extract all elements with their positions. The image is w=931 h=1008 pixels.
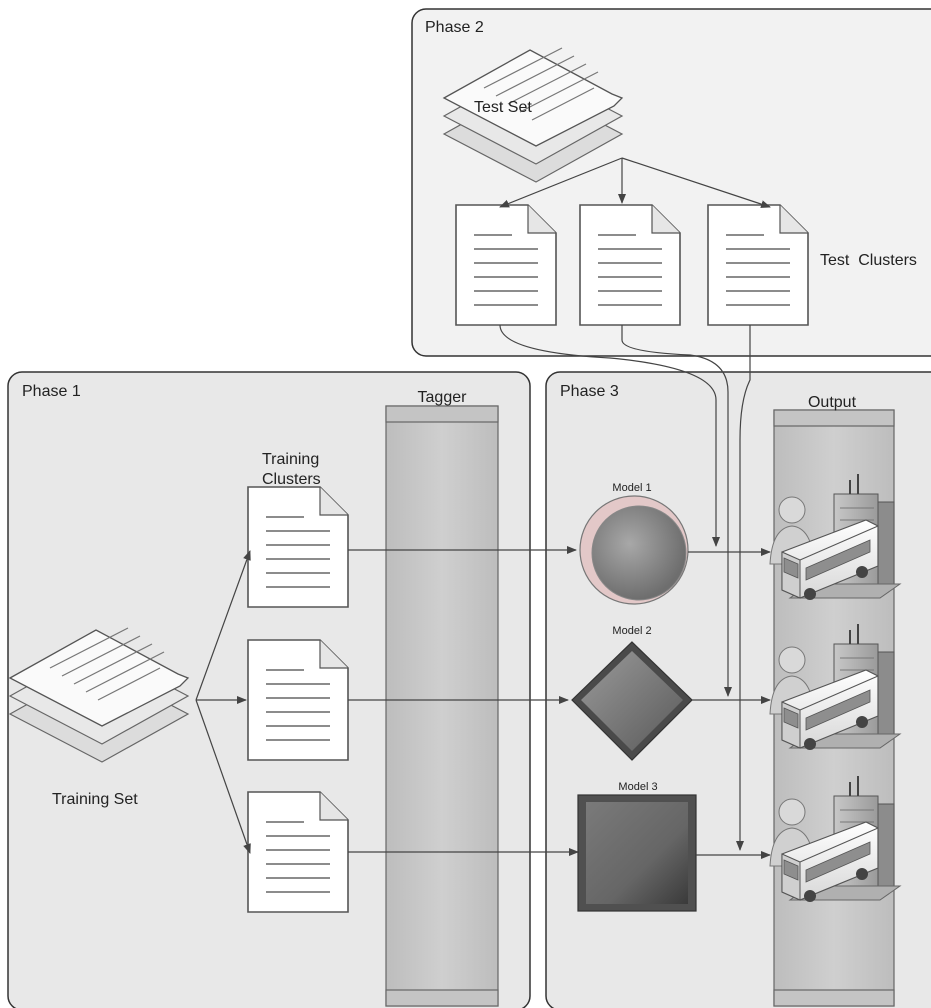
training-cluster-document-icon-3 xyxy=(247,791,349,913)
model-to-output-arrows xyxy=(688,548,771,859)
model-3-square: Model 3 xyxy=(577,781,697,912)
test-split-arrows xyxy=(499,157,771,208)
training-cluster-document-icon-1 xyxy=(247,486,349,608)
training-clusters-label-line1: Training xyxy=(262,451,319,468)
test-cluster-document-icon-1 xyxy=(455,204,557,326)
training-set-label: Training Set xyxy=(52,791,138,808)
phase-1-title: Phase 1 xyxy=(22,383,81,400)
training-cluster-document-icon-2 xyxy=(247,639,349,761)
tagger-label: Tagger xyxy=(418,389,468,406)
test-cluster-document-icon-2 xyxy=(579,204,681,326)
model-1-label: Model 1 xyxy=(612,482,651,494)
training-clusters-label-line2: Clusters xyxy=(262,471,321,488)
test-set-label: Test Set xyxy=(474,99,532,116)
test-to-output-arrows xyxy=(499,324,751,851)
model-1-circle: Model 1 xyxy=(579,482,689,605)
phase-2-title: Phase 2 xyxy=(425,19,484,36)
output-label: Output xyxy=(808,394,857,411)
training-split-arrows xyxy=(195,550,251,854)
model-2-label: Model 2 xyxy=(612,625,651,637)
model-2-diamond: Model 2 xyxy=(571,625,693,761)
model-3-label: Model 3 xyxy=(618,781,657,793)
test-clusters-label: Test Clusters xyxy=(820,252,917,269)
training-to-model-arrows xyxy=(348,546,579,856)
tagger-band: Tagger xyxy=(385,389,499,1007)
test-cluster-document-icon-3 xyxy=(707,204,809,326)
phase-3-title: Phase 3 xyxy=(560,383,619,400)
